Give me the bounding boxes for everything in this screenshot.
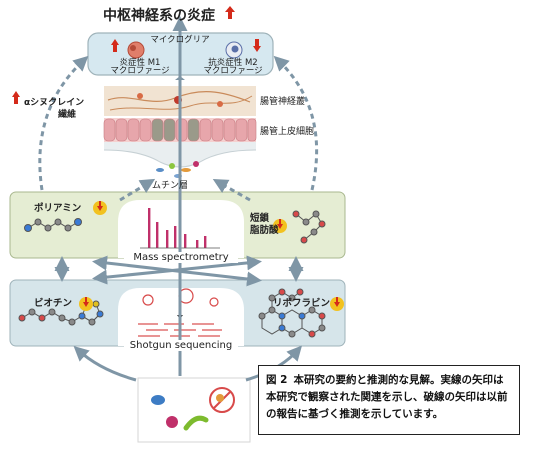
m2-label-line1: 抗炎症性 M2 xyxy=(208,58,258,68)
polyamine-molecule xyxy=(24,218,82,232)
mass-spec-label: Mass spectrometry xyxy=(124,252,238,263)
synuclein-label-line1: αシヌクレイン xyxy=(24,98,85,108)
mass-spectrum xyxy=(148,208,207,248)
enteric-nerve-label: 腸管神経叢 xyxy=(260,97,306,107)
biotin-label: ビオチン xyxy=(34,298,73,309)
m1-macrophage-icon xyxy=(127,41,145,59)
epithelium-label: 腸管上皮細胞 xyxy=(260,127,315,137)
scfa-molecule xyxy=(292,210,326,244)
m1-label-line1: 炎症性 M1 xyxy=(119,58,161,68)
m2-macrophage-icon xyxy=(225,41,243,59)
polyamine-label: ポリアミン xyxy=(34,203,82,214)
m1-up-arrow xyxy=(111,39,119,52)
figure-number: 図 2 xyxy=(266,374,288,386)
microbiome-box xyxy=(137,377,251,443)
caption-text: 本研究の要約と推測的な見解。実線の矢印は本研究で観察された関連を示し、破線の矢印… xyxy=(266,374,508,420)
cns-inflammation-up-arrow xyxy=(225,6,235,19)
decrease-markers xyxy=(79,201,344,311)
riboflavin-label: リボフラビン xyxy=(273,298,331,309)
microglia-label: マイクログリア xyxy=(150,35,210,45)
m1-label-line2: マクロファージ xyxy=(110,66,170,76)
page-title: 中枢神経系の炎症 xyxy=(103,8,215,24)
biotin-molecule xyxy=(18,300,104,326)
shotgun-label: Shotgun sequencing xyxy=(124,340,238,351)
m2-label-line2: マクロファージ xyxy=(203,66,263,76)
mucin-label: ムチン層 xyxy=(152,181,189,191)
m2-down-arrow xyxy=(253,39,261,52)
microbes-icons xyxy=(151,387,235,431)
scfa-label-line1: 短鎖 xyxy=(250,213,270,224)
synuclein-label-line2: 繊維 xyxy=(58,110,77,120)
riboflavin-molecule xyxy=(258,288,326,338)
scfa-label-line2: 脂肪酸 xyxy=(250,225,279,236)
synuclein-up-arrow xyxy=(12,91,20,104)
